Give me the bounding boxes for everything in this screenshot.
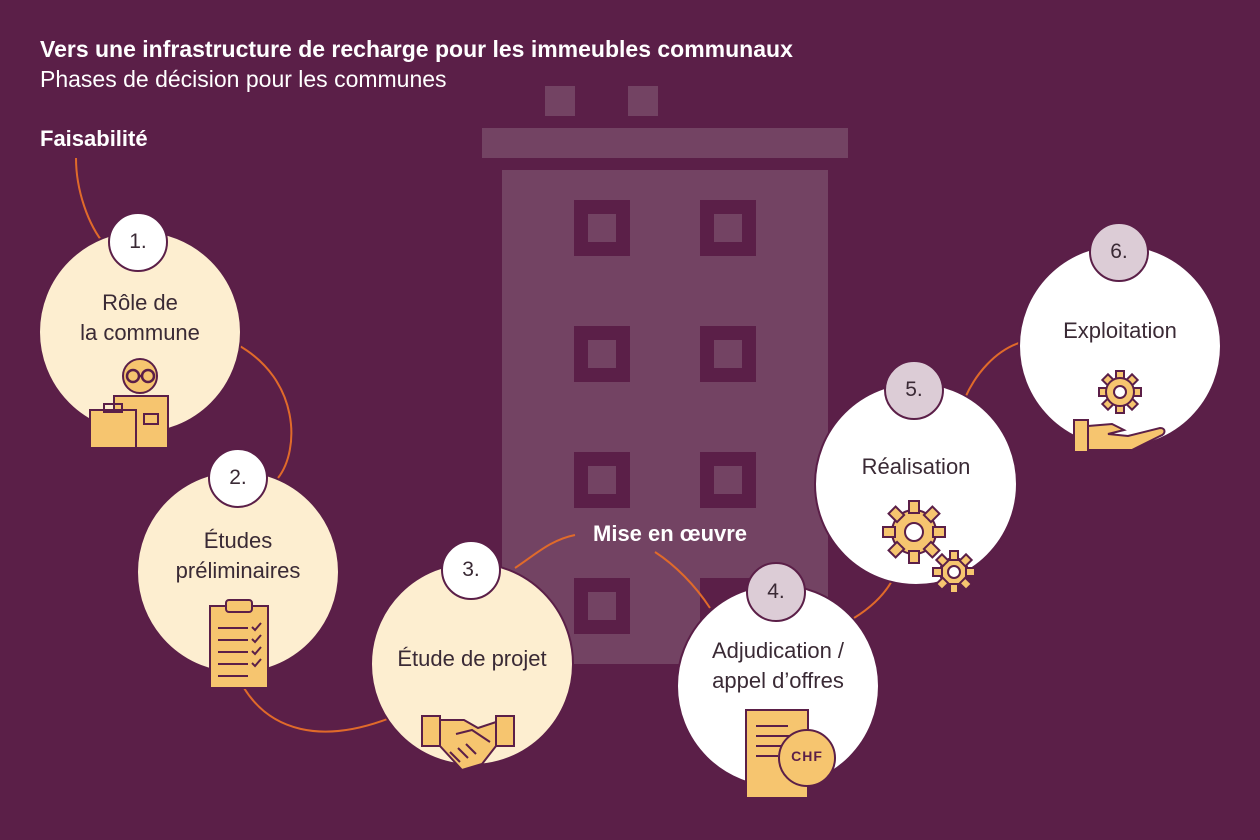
chf-currency-label: CHF [791,748,823,764]
step-4-label: Adjudication / appel d’offres [711,638,845,693]
step-5-label: Réalisation [861,454,971,479]
step-4-number: 4. [746,562,806,622]
step-6-number: 6. [1089,222,1149,282]
page-title: Vers une infrastructure de recharge pour… [40,36,793,62]
page-subtitle: Phases de décision pour les communes [40,66,447,92]
step-5-number: 5. [884,360,944,420]
step-3-number: 3. [441,540,501,600]
phase-label-implementation: Mise en œuvre [593,521,748,546]
hand-gear-icon [1073,370,1166,453]
connector-lines [75,157,1023,733]
handshake-icon [421,715,515,772]
step-2-label: Études préliminaires [175,528,301,583]
phase-label-feasibility: Faisabilité [40,126,148,151]
step-6-label: Exploitation [1063,318,1177,343]
step-3-label: Étude de projet [397,646,547,671]
document-chf-icon: CHF [744,708,838,800]
step-1-label: Rôle de la commune [80,290,200,345]
clipboard-checklist-icon [209,599,269,689]
person-briefcase-icon [89,358,169,449]
step-2-number: 2. [208,448,268,508]
gears-icon [882,500,976,594]
step-1-number: 1. [108,212,168,272]
